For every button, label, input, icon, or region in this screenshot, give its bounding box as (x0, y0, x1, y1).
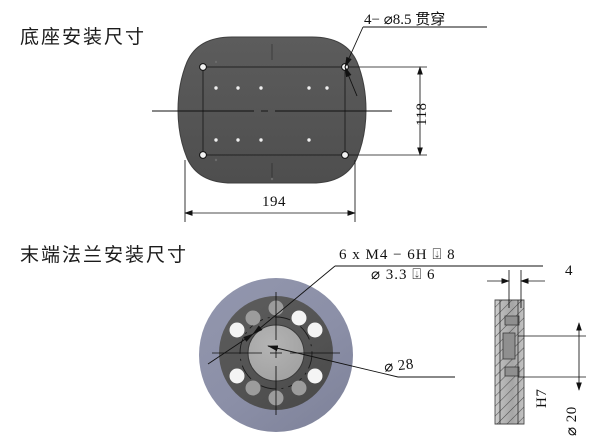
base-plate-view (152, 36, 392, 184)
base-pin-dots-lower (214, 138, 311, 142)
flange-bolt-circle-leader (267, 345, 455, 378)
dimension-4-label: 4 (565, 263, 573, 279)
section-hatch (495, 300, 524, 424)
flange-face-view (199, 278, 353, 432)
flange-section-view (487, 270, 586, 425)
base-edge-dots (214, 60, 274, 181)
dimension-118-label: 118 (414, 102, 430, 126)
base-section-title: 底座安装尺寸 (20, 27, 147, 48)
base-hole-callout-leader (344, 26, 487, 97)
flange-thread-callout-line1: 6 x M4 − 6H ⍗ 8 (339, 247, 456, 263)
flange-thread-callout-leader (207, 265, 543, 365)
dimension-bore-diameter-label: ⌀ 20 (564, 406, 580, 436)
dimension-118 (348, 66, 427, 156)
base-hole-callout-label: 4− ⌀8.5 贯穿 (364, 12, 446, 28)
section-inner-lines (499, 300, 519, 424)
flange-thread-callout-line2: ⌀ 3.3 ⍗ 6 (371, 267, 436, 283)
dimension-bore (518, 322, 586, 391)
dimension-194 (184, 160, 356, 222)
dimension-h7-label: H7 (534, 388, 550, 408)
base-pin-dots-upper (214, 86, 329, 90)
flange-bolt-holes (229, 300, 323, 406)
dimension-4 (487, 270, 545, 308)
flange-section-title: 末端法兰安装尺寸 (20, 245, 189, 266)
flange-bolt-circle-label: ⌀ 28 (383, 356, 415, 376)
dimension-194-label: 194 (262, 194, 286, 210)
section-bore-steps (502, 315, 520, 377)
base-plate-body (177, 36, 367, 184)
